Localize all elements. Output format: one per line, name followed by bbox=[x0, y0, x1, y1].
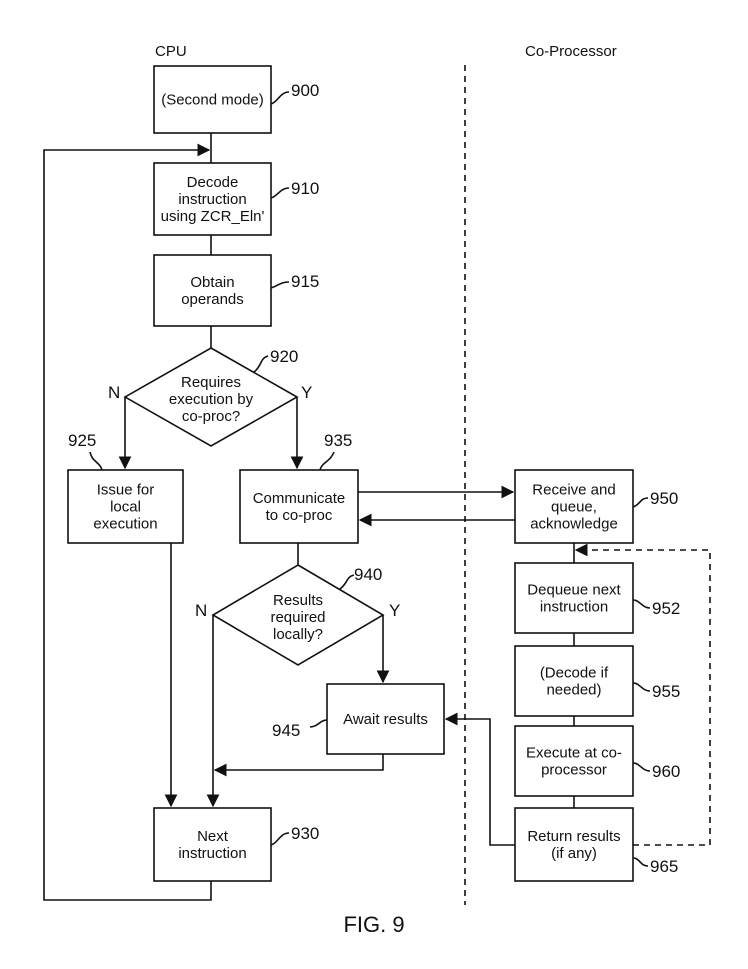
text-line: acknowledge bbox=[530, 516, 618, 533]
ref-930: 930 bbox=[291, 824, 319, 843]
text-line: Await results bbox=[343, 711, 428, 728]
node-930-box bbox=[153, 807, 272, 882]
ref-950-leader bbox=[632, 497, 649, 508]
ref-952-leader bbox=[632, 599, 651, 609]
figure-label: FIG. 9 bbox=[343, 912, 404, 937]
node-910-box bbox=[153, 162, 272, 236]
text-line: required bbox=[270, 609, 325, 626]
ref-920-leader bbox=[253, 355, 269, 373]
text-line: Dequeue next bbox=[527, 582, 621, 599]
text-line: queue, bbox=[551, 499, 597, 516]
node-945-box bbox=[326, 683, 445, 755]
ref-940-leader bbox=[339, 574, 355, 590]
arrow-945-merge bbox=[213, 754, 384, 777]
text-line: locally? bbox=[273, 626, 323, 643]
node-940-diamond bbox=[211, 564, 385, 666]
text-line: (Second mode) bbox=[161, 92, 264, 109]
text-line: Communicate bbox=[253, 490, 346, 507]
text-line: Receive and bbox=[532, 482, 615, 499]
node-920-diamond bbox=[123, 347, 299, 447]
node-915-box bbox=[153, 254, 272, 327]
ref-935: 935 bbox=[324, 431, 352, 450]
text-line: Obtain bbox=[190, 274, 234, 291]
node-950-box bbox=[514, 469, 634, 544]
ref-920: 920 bbox=[270, 347, 298, 366]
ref-915-leader bbox=[270, 281, 290, 289]
ref-960: 960 bbox=[652, 762, 680, 781]
ref-925: 925 bbox=[68, 431, 96, 450]
text-line: Decode bbox=[187, 174, 239, 191]
arrow-965-945 bbox=[444, 712, 515, 846]
text-line: instruction bbox=[178, 191, 246, 208]
ref-900: 900 bbox=[291, 81, 319, 100]
ref-940: 940 bbox=[354, 565, 382, 584]
node-965-box bbox=[514, 807, 634, 882]
node-945-text: Await results bbox=[343, 711, 428, 728]
text-line: Return results bbox=[527, 828, 620, 845]
branch-label-920-no: N bbox=[108, 383, 120, 402]
text-line: Requires bbox=[181, 374, 241, 391]
branch-label-940-yes: Y bbox=[389, 601, 400, 620]
arrow-965-loop-952 bbox=[574, 543, 711, 846]
node-960-text: Execute at co-processor bbox=[526, 745, 622, 779]
text-line: instruction bbox=[540, 599, 608, 616]
ref-900-leader bbox=[270, 91, 290, 105]
text-line: Next bbox=[197, 828, 229, 845]
branch-label-940-no: N bbox=[195, 601, 207, 620]
node-900-box bbox=[153, 65, 272, 134]
text-line: co-proc? bbox=[182, 408, 240, 425]
ref-945-leader bbox=[309, 719, 328, 728]
ref-950: 950 bbox=[650, 489, 678, 508]
node-960-box bbox=[514, 725, 634, 797]
node-965-text: Return results(if any) bbox=[527, 828, 620, 862]
arrow-930-loop-910 bbox=[43, 143, 212, 901]
ref-952: 952 bbox=[652, 599, 680, 618]
node-925-box bbox=[67, 469, 184, 544]
node-900-text: (Second mode) bbox=[161, 92, 264, 109]
ref-960-leader bbox=[632, 762, 651, 772]
ref-955: 955 bbox=[652, 682, 680, 701]
ref-915: 915 bbox=[291, 272, 319, 291]
ref-910-leader bbox=[270, 187, 290, 199]
text-line: needed) bbox=[546, 682, 601, 699]
text-line: Execute at co- bbox=[526, 745, 622, 762]
ref-965: 965 bbox=[650, 857, 678, 876]
ref-930-leader bbox=[270, 832, 290, 846]
ref-945: 945 bbox=[272, 721, 300, 740]
lane-label-coprocessor: Co-Processor bbox=[525, 43, 617, 60]
text-line: execution bbox=[93, 516, 157, 533]
text-line: to co-proc bbox=[266, 507, 333, 524]
ref-965-leader bbox=[632, 857, 649, 867]
text-line: processor bbox=[541, 762, 607, 779]
ref-955-leader bbox=[632, 682, 651, 692]
text-line: local bbox=[110, 499, 141, 516]
text-line: using ZCR_Eln' bbox=[161, 208, 265, 225]
ref-925-leader bbox=[89, 451, 103, 471]
text-line: instruction bbox=[178, 845, 246, 862]
text-line: Results bbox=[273, 592, 323, 609]
ref-910: 910 bbox=[291, 179, 319, 198]
text-line: (if any) bbox=[551, 845, 597, 862]
branch-label-920-yes: Y bbox=[301, 383, 312, 402]
text-line: Issue for bbox=[97, 482, 155, 499]
node-935-box bbox=[239, 469, 359, 544]
text-line: (Decode if bbox=[540, 665, 609, 682]
lane-label-cpu: CPU bbox=[155, 43, 187, 60]
node-955-box bbox=[514, 645, 634, 717]
ref-935-leader bbox=[319, 451, 335, 471]
text-line: operands bbox=[181, 291, 244, 308]
text-line: execution by bbox=[169, 391, 254, 408]
